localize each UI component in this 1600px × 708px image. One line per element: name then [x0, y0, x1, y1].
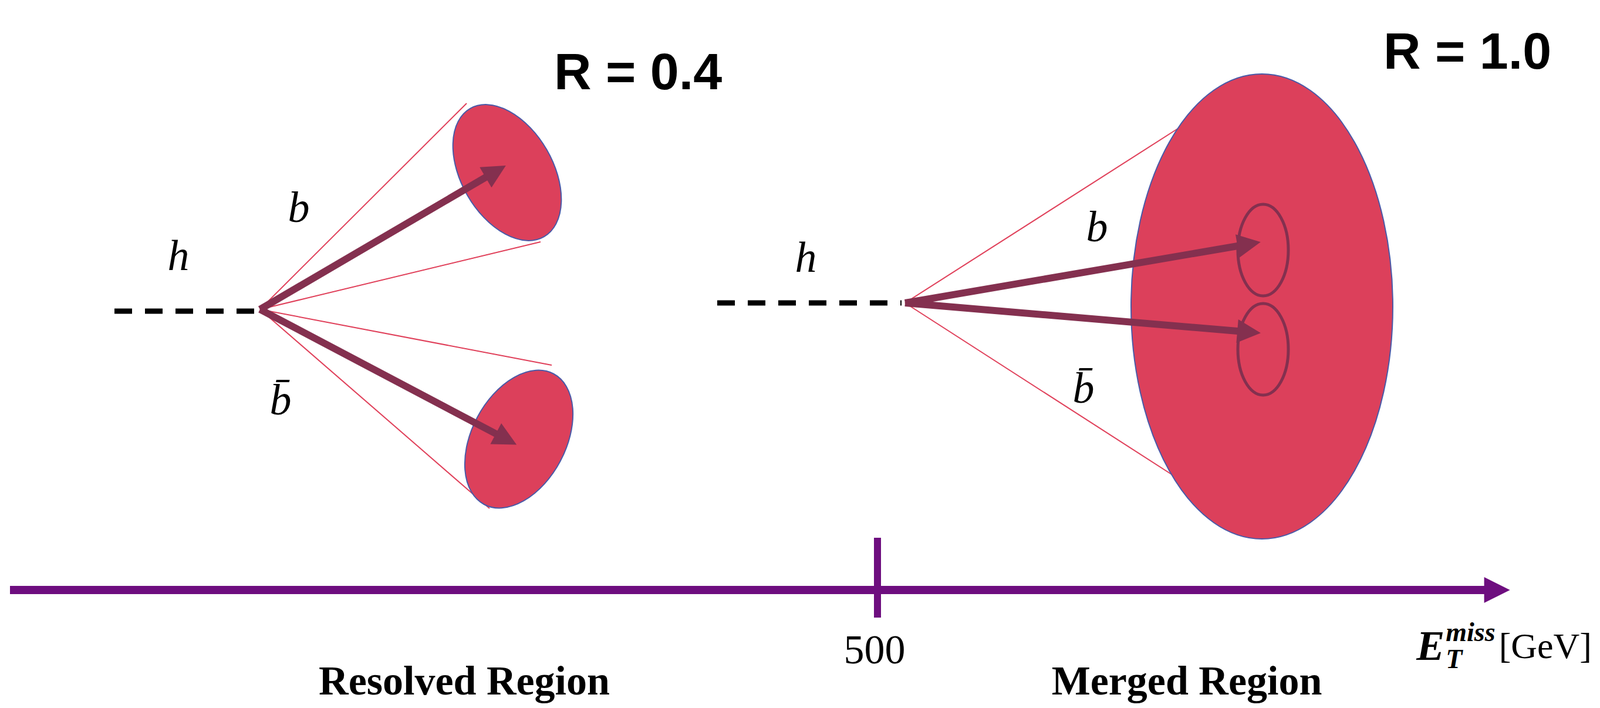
higgs-dashed-line [717, 300, 902, 306]
axis-title: EmissT[GeV] [1416, 618, 1592, 673]
axis-unit: [GeV] [1499, 627, 1592, 664]
large-jet-ellipse [1131, 73, 1393, 539]
script-stack: missT [1445, 618, 1495, 673]
axis-tick [873, 537, 881, 618]
axis-superscript: miss [1445, 618, 1495, 646]
jet-cone-ellipse [442, 351, 596, 527]
b-quark-arrow [260, 309, 509, 441]
axis-symbol: E [1416, 624, 1445, 667]
axis-subscript: T [1445, 645, 1463, 673]
region-label: Merged Region [1051, 660, 1323, 702]
radius-label: R = 0.4 [554, 45, 722, 98]
particle-label: h [167, 233, 190, 278]
particle-label: b̄ [269, 377, 292, 422]
particle-label: b̄ [1072, 366, 1095, 410]
jet-cone-ellipse [430, 85, 584, 260]
particle-label: h [795, 235, 818, 279]
axis-line [9, 585, 1500, 594]
illustration-group [9, 73, 1500, 618]
b-quark-arrow [905, 243, 1252, 303]
radius-label: R = 1.0 [1383, 25, 1552, 77]
subjet-circle [1237, 303, 1289, 396]
b-quark-arrow [260, 170, 498, 310]
subjet-circle [1237, 204, 1289, 296]
cone-line [260, 309, 552, 366]
b-quark-arrow [905, 302, 1252, 333]
tick-value: 500 [844, 629, 906, 671]
cone-line [260, 241, 541, 310]
particle-label: b [1086, 204, 1109, 249]
region-label: Resolved Region [318, 660, 610, 702]
higgs-dashed-line [114, 308, 259, 315]
particle-label: b [288, 185, 310, 229]
